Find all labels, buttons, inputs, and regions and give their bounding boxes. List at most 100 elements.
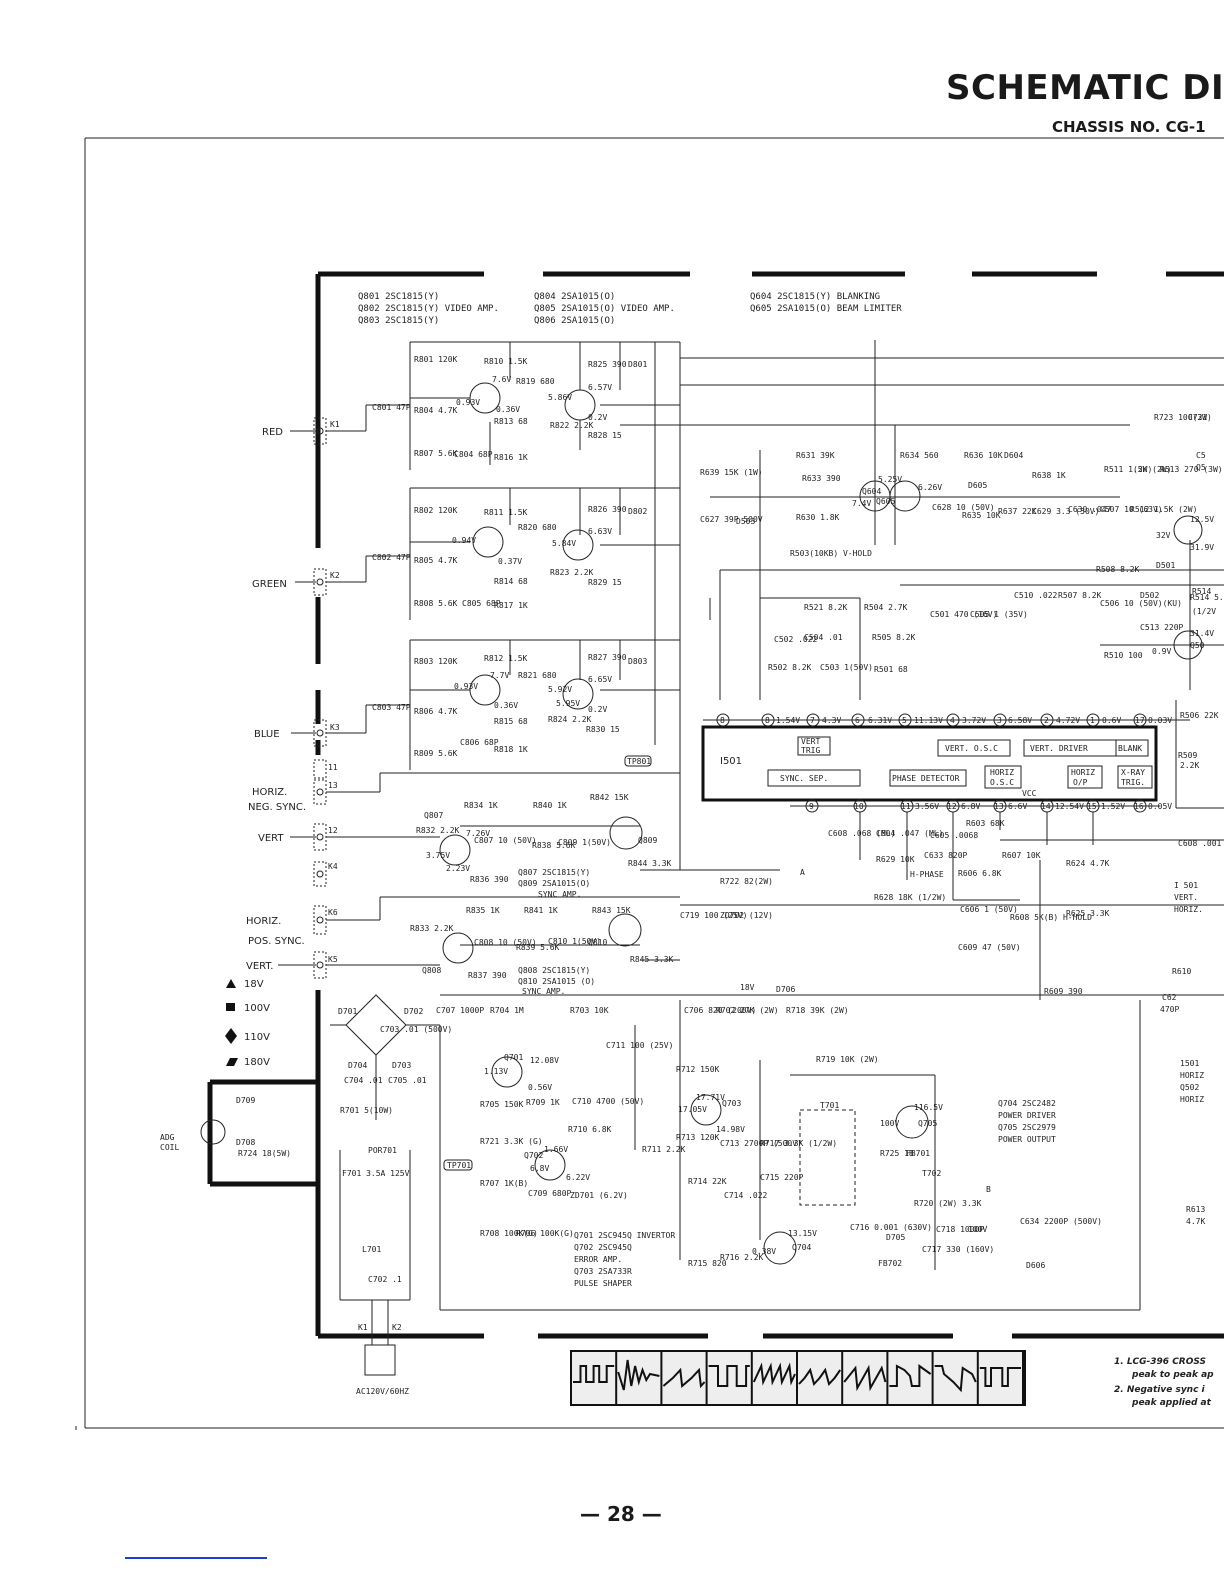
svg-text:F701 3.5A 125V: F701 3.5A 125V (342, 1169, 410, 1178)
svg-text:Q808 2SC1815(Y): Q808 2SC1815(Y) (518, 966, 590, 975)
svg-text:C503 1(50V): C503 1(50V) (820, 663, 873, 672)
svg-text:R827 390: R827 390 (588, 653, 627, 662)
svg-text:R812 1.5K: R812 1.5K (484, 654, 528, 663)
svg-text:K5: K5 (328, 955, 338, 964)
svg-text:C718 1000P: C718 1000P (936, 1225, 984, 1234)
svg-text:X-RAY: X-RAY (1121, 768, 1145, 777)
svg-text:Q803 2SC1815(Y): Q803 2SC1815(Y) (358, 316, 439, 326)
svg-text:0.37V: 0.37V (498, 557, 522, 566)
svg-text:R506 22K: R506 22K (1180, 711, 1219, 720)
svg-text:0.2V: 0.2V (588, 413, 607, 422)
svg-text:R702 27K (2W): R702 27K (2W) (716, 1006, 779, 1015)
svg-text:Q804 2SA1015(O): Q804 2SA1015(O) (534, 292, 615, 302)
svg-text:R712 150K: R712 150K (676, 1065, 720, 1074)
svg-text:R816 1K: R816 1K (494, 453, 528, 462)
svg-text:C703 .01 (500V): C703 .01 (500V) (380, 1025, 452, 1034)
transistor-list-right-edge: 1501 HORIZ Q502 HORIZ (1180, 1059, 1204, 1104)
svg-text:R706 100K(G): R706 100K(G) (516, 1229, 574, 1238)
svg-text:Q802 2SC1815(Y) VIDEO AMP.: Q802 2SC1815(Y) VIDEO AMP. (358, 304, 499, 314)
svg-text:C805 68P: C805 68P (462, 599, 501, 608)
svg-text:R801 120K: R801 120K (414, 355, 458, 364)
svg-text:D605: D605 (968, 481, 987, 490)
svg-text:Q809: Q809 (638, 836, 657, 845)
bottom-link-underline[interactable] (125, 1557, 267, 1559)
svg-text:R720 (2W) 3.3K: R720 (2W) 3.3K (914, 1199, 982, 1208)
svg-text:31.4V: 31.4V (1190, 629, 1214, 638)
svg-text:13: 13 (328, 781, 338, 790)
svg-text:C803 47P: C803 47P (372, 703, 411, 712)
svg-text:R820 680: R820 680 (518, 523, 557, 532)
diamond-icon (225, 1028, 237, 1044)
transistor-list-power: Q704 2SC2482 POWER DRIVER Q705 2SC2979 P… (998, 1099, 1056, 1144)
svg-text:C62: C62 (1162, 993, 1177, 1002)
svg-text:I501: I501 (720, 756, 742, 767)
svg-text:PHASE DETECTOR: PHASE DETECTOR (892, 774, 960, 783)
svg-text:R725 18: R725 18 (880, 1149, 914, 1158)
svg-text:R829 15: R829 15 (588, 578, 622, 587)
svg-text:4.3V: 4.3V (822, 716, 841, 725)
waveform-trace (843, 1364, 887, 1392)
svg-text:18V: 18V (244, 979, 264, 990)
waveform-trace (752, 1362, 796, 1386)
voltage-annotations: 0.93V 7.6V 6.57V 5.86V 0.36V 0.2V 0.94V … (426, 375, 1214, 1256)
right-edge-fragments: (2W) Q5 C5 R514 (1/2V Q50 R509 2.2K I 50… (1133, 451, 1224, 1226)
svg-text:(1/2V: (1/2V (1192, 607, 1216, 616)
svg-text:C608 .068 (ML): C608 .068 (ML) (828, 829, 895, 838)
svg-text:R822 2.2K: R822 2.2K (550, 421, 594, 430)
vertical-blanking-section: R639 15K (1W) C627 39P 500V D503 R631 39… (700, 340, 1224, 720)
svg-text:VERT. DRIVER: VERT. DRIVER (1030, 744, 1088, 753)
svg-text:C705 .01: C705 .01 (388, 1076, 427, 1085)
svg-text:1. LCG-396 CROSS: 1. LCG-396 CROSS (1114, 1357, 1206, 1367)
svg-text:R807 5.6K: R807 5.6K (414, 449, 458, 458)
svg-text:Q604 2SC1815(Y) BLANKING: Q604 2SC1815(Y) BLANKING (750, 292, 880, 302)
svg-text:TRIG: TRIG (801, 746, 820, 755)
svg-text:PULSE SHAPER: PULSE SHAPER (574, 1279, 632, 1288)
svg-text:R844 3.3K: R844 3.3K (628, 859, 672, 868)
svg-text:VCC: VCC (1022, 789, 1037, 798)
svg-text:R716 2.2K: R716 2.2K (720, 1253, 764, 1262)
svg-text:T702: T702 (922, 1169, 941, 1178)
svg-text:R509: R509 (1178, 751, 1197, 760)
svg-text:13.15V: 13.15V (788, 1229, 817, 1238)
svg-text:SYNC. SEP.: SYNC. SEP. (780, 774, 828, 783)
svg-text:C719 100 (25V): C719 100 (25V) (680, 911, 747, 920)
svg-text:HORIZ: HORIZ (990, 768, 1014, 777)
svg-text:Q50: Q50 (1190, 641, 1205, 650)
svg-text:C604 .047 (ML): C604 .047 (ML) (876, 829, 943, 838)
svg-text:R705 150K: R705 150K (480, 1100, 524, 1109)
svg-text:TP701: TP701 (447, 1161, 471, 1170)
svg-text:Q701 2SC945Q INVERTOR: Q701 2SC945Q INVERTOR (574, 1231, 675, 1240)
svg-text:3: 3 (997, 716, 1002, 725)
svg-text:6.8V: 6.8V (961, 802, 980, 811)
svg-text:R708 100K(G): R708 100K(G) (480, 1229, 538, 1238)
svg-text:R635 10K: R635 10K (962, 511, 1001, 520)
svg-text:T701: T701 (820, 1101, 839, 1110)
svg-text:8: 8 (765, 716, 770, 725)
svg-text:R838 5.6K: R838 5.6K (532, 841, 576, 850)
svg-text:R805 4.7K: R805 4.7K (414, 556, 458, 565)
board-outline (207, 271, 1224, 1339)
svg-text:12: 12 (947, 802, 957, 811)
svg-text:Q702 2SC945Q: Q702 2SC945Q (574, 1243, 632, 1252)
voltage-legend: 18V 100V 110V 180V (225, 979, 270, 1068)
svg-text:R718 39K (2W): R718 39K (2W) (786, 1006, 849, 1015)
svg-text:Q705: Q705 (918, 1119, 937, 1128)
sync-amp-section: R834 1K R840 1K R842 15K R832 2.2K C807 … (326, 755, 1224, 996)
svg-text:5.84V: 5.84V (552, 539, 576, 548)
svg-text:Q807: Q807 (424, 811, 443, 820)
svg-text:ZD701 (6.2V): ZD701 (6.2V) (570, 1191, 628, 1200)
svg-text:R703 10K: R703 10K (570, 1006, 609, 1015)
svg-text:R823 2.2K: R823 2.2K (550, 568, 594, 577)
svg-text:C502 .022: C502 .022 (774, 635, 818, 644)
svg-text:17.71V: 17.71V (696, 1093, 725, 1102)
waveform-trace (708, 1365, 750, 1387)
svg-text:VERT: VERT (258, 833, 284, 844)
svg-text:R830 15: R830 15 (586, 725, 620, 734)
svg-text:NEG. SYNC.: NEG. SYNC. (248, 802, 306, 813)
svg-text:R638 1K: R638 1K (1032, 471, 1066, 480)
svg-text:Q5: Q5 (1196, 463, 1206, 472)
notes: 1. LCG-396 CROSS peak to peak ap 2. Nega… (1114, 1357, 1214, 1408)
svg-text:Q810 2SA1015 (O): Q810 2SA1015 (O) (518, 977, 595, 986)
